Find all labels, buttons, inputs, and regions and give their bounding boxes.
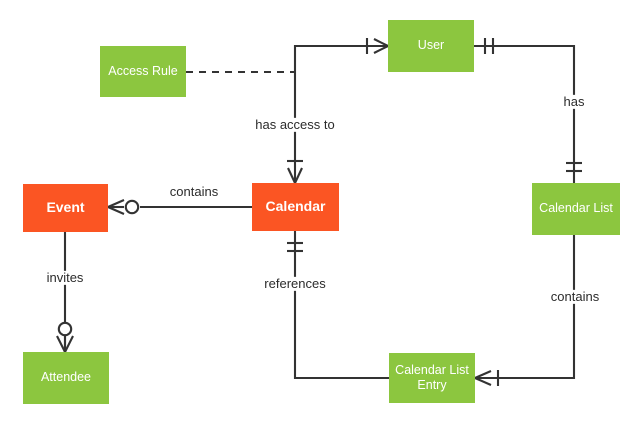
edge-label-contains-list-entry: contains <box>547 289 603 305</box>
entity-attendee[interactable]: Attendee <box>23 352 109 404</box>
edge-label-invites: invites <box>43 270 87 286</box>
cardinality-exactly-one-calendar-list-top <box>566 161 582 173</box>
entity-label-calendar: Calendar <box>265 198 326 215</box>
entity-label-attendee: Attendee <box>40 370 92 385</box>
entity-label-user: User <box>417 38 445 53</box>
entity-event[interactable]: Event <box>23 184 108 232</box>
cardinality-one-and-many-entry-right <box>474 370 500 386</box>
entity-access-rule[interactable]: Access Rule <box>100 46 186 97</box>
entity-user[interactable]: User <box>388 20 474 72</box>
entity-calendar[interactable]: Calendar <box>252 183 339 231</box>
cardinality-one-and-many-user-left <box>365 38 389 54</box>
cardinality-zero-or-many-attendee-top <box>56 321 74 353</box>
entity-label-calendar-list-entry: Calendar List Entry <box>395 362 469 392</box>
entity-label-calendar-list: Calendar List <box>539 201 613 216</box>
cardinality-zero-or-many-event-right <box>107 199 140 215</box>
entity-label-event: Event <box>46 199 85 216</box>
cardinality-exactly-one-calendar-bottom <box>287 241 303 253</box>
entity-calendar-list[interactable]: Calendar List <box>532 183 620 235</box>
edge-calendar-list-contains-entry <box>475 235 576 380</box>
edge-label-has-access-to: has access to <box>252 117 338 133</box>
edge-label-contains-event-calendar: contains <box>166 184 222 200</box>
entity-label-access-rule: Access Rule <box>108 63 178 78</box>
edge-calendar-references-entry <box>293 231 389 380</box>
cardinality-one-and-many-calendar-top <box>287 159 303 184</box>
cardinality-exactly-one-user-right <box>483 38 495 54</box>
edge-user-has-access-to-calendar <box>293 44 388 183</box>
edge-label-references: references <box>261 276 329 292</box>
edge-user-has-calendar-list <box>474 44 576 183</box>
edge-label-has: has <box>560 94 588 110</box>
entity-calendar-list-entry[interactable]: Calendar List Entry <box>389 353 475 403</box>
